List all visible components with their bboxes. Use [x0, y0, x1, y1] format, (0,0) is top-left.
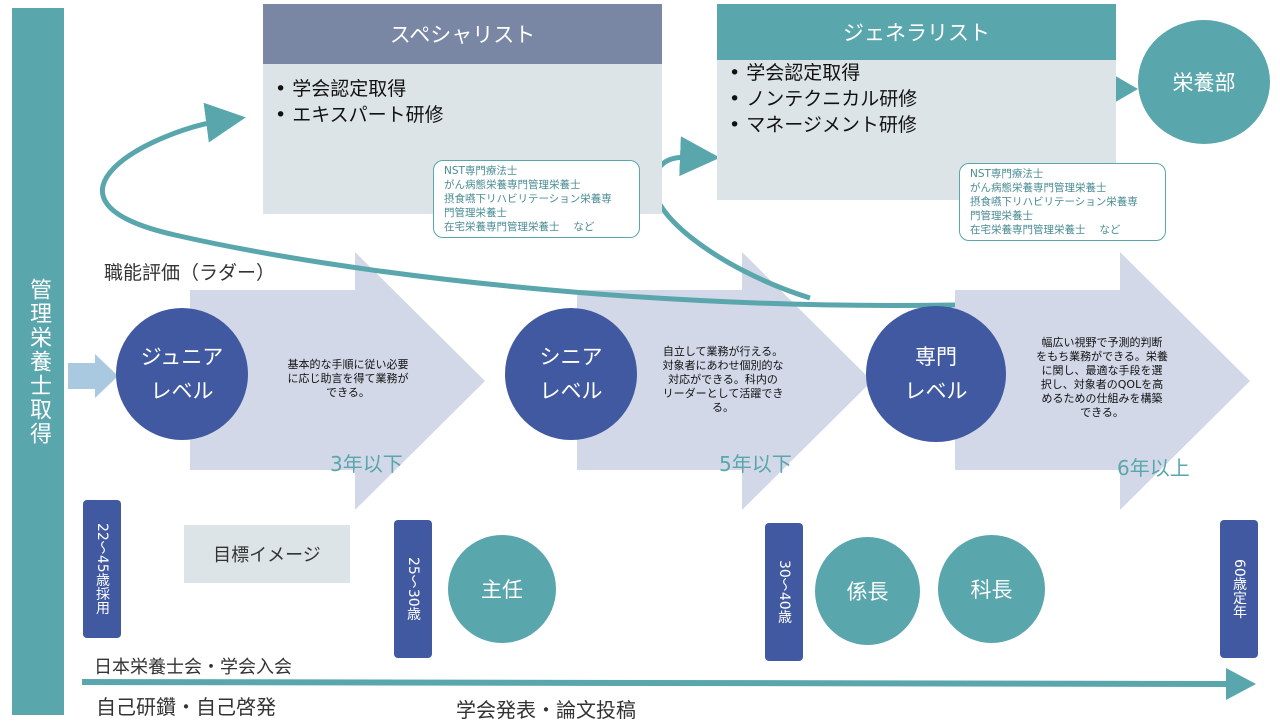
position-circle-shunin: 主任	[448, 535, 556, 643]
level-name: 専門	[915, 345, 957, 369]
desc-line: できる。	[326, 386, 370, 399]
curve-arrow-to-specialist	[99, 102, 956, 308]
specialist-list: 学会認定取得 エキスパート研修	[275, 76, 650, 128]
cert-line: 摂食嚥下リハビリテーション栄養専	[970, 196, 1138, 208]
presentation-label: 学会発表・論文投稿	[456, 698, 636, 722]
level-suffix: レベル	[904, 379, 968, 403]
desc-line: 対応ができる。科内の	[668, 373, 778, 386]
age-label: 25～30歳	[405, 557, 421, 621]
age-label: 30～40歳	[776, 560, 792, 624]
generalist-cert-box: NST専門療法士 がん病態栄養専門管理栄養士 摂食嚥下リハビリテーション栄養専 …	[959, 163, 1166, 241]
self-development-label: 自己研鑽・自己啓発	[96, 695, 276, 719]
level-desc-junior: 基本的な手順に従い必要 に応じ助言を得て業務が できる。	[258, 358, 438, 400]
age-marker-manager: 30～40歳	[765, 523, 803, 661]
cert-line: がん病態栄養専門管理栄養士	[444, 179, 581, 191]
desc-line: る。	[712, 401, 734, 414]
generalist-item: 学会認定取得	[729, 60, 1104, 86]
level-name: ジュニア	[140, 345, 224, 369]
level-name: シニア	[539, 345, 603, 369]
age-marker-retire: 60歳定年	[1220, 520, 1258, 658]
ladder-label: 職能評価（ラダー）	[104, 262, 276, 284]
target-image-label: 目標イメージ	[184, 525, 350, 583]
chevron-junior	[190, 252, 485, 510]
desc-line: リーダーとして活躍でき	[662, 387, 784, 400]
level-circle-senior: シニア レベル	[505, 308, 637, 440]
generalist-item: ノンテクニカル研修	[729, 86, 1104, 112]
cert-line: 門管理栄養士	[444, 207, 507, 219]
years-senior: 5年以下	[719, 452, 792, 476]
position-label: 係長	[846, 580, 889, 604]
specialist-item: 学会認定取得	[275, 76, 650, 102]
level-circle-junior: ジュニア レベル	[116, 308, 248, 440]
desc-line: できる。	[1080, 406, 1124, 419]
cert-line: NST専門療法士	[970, 168, 1044, 180]
level-suffix: レベル	[150, 379, 214, 403]
target-image-text: 目標イメージ	[213, 545, 321, 566]
level-desc-expert: 幅広い視野で予測的判断 をもち業務ができる。栄養 に関し、最適な手段を選 択し、…	[1022, 336, 1182, 420]
cert-line: 門管理栄養士	[970, 210, 1033, 222]
desc-line: に応じ助言を得て業務が	[287, 372, 409, 385]
desc-line: 幅広い視野で予測的判断	[1041, 336, 1163, 349]
generalist-item: マネージメント研修	[729, 112, 1104, 138]
age-marker-chief: 25～30歳	[394, 520, 432, 658]
generalist-title: ジェネラリスト	[843, 21, 990, 45]
desc-line: 対象者にあわせ個別的な	[662, 359, 784, 372]
level-circle-expert: 専門 レベル	[866, 306, 1006, 442]
position-label: 科長	[970, 578, 1013, 602]
cert-line: 在宅栄養専門管理栄養士 など	[444, 221, 595, 233]
specialist-cert-box: NST専門療法士 がん病態栄養専門管理栄養士 摂食嚥下リハビリテーション栄養専 …	[433, 160, 640, 238]
timeline-arrow	[81, 679, 1233, 687]
level-suffix: レベル	[539, 379, 603, 403]
position-label: 主任	[481, 578, 523, 602]
entry-arrow-icon	[68, 354, 118, 398]
cert-line: NST専門療法士	[444, 165, 518, 177]
level-desc-senior: 自立して業務が行える。 対象者にあわせ個別的な 対応ができる。科内の リーダーと…	[643, 345, 803, 415]
position-circle-kakaricho: 係長	[815, 537, 920, 645]
position-circle-kacho: 科長	[938, 535, 1045, 643]
age-label: 60歳定年	[1231, 559, 1247, 619]
desc-line: 自立して業務が行える。	[662, 345, 784, 358]
desc-line: に関し、最適な手段を選	[1041, 364, 1163, 377]
cert-line: 摂食嚥下リハビリテーション栄養専	[444, 193, 612, 205]
age-marker-hire: 22～45歳採用	[83, 500, 121, 638]
generalist-list: 学会認定取得 ノンテクニカル研修 マネージメント研修	[729, 60, 1104, 138]
specialist-item: エキスパート研修	[275, 102, 650, 128]
specialist-header: スペシャリスト	[263, 4, 662, 64]
chevron-senior	[577, 252, 872, 510]
sidebar-license: 管理栄養士取得	[12, 8, 64, 715]
years-expert: 6年以上	[1117, 456, 1190, 480]
desc-line: 択し、対象者のQOLを高	[1040, 378, 1164, 391]
desc-line: 基本的な手順に従い必要	[287, 358, 409, 371]
department-label: 栄養部	[1172, 71, 1236, 95]
chevron-expert	[955, 252, 1250, 510]
association-label: 日本栄養士会・学会入会	[94, 657, 292, 678]
department-circle: 栄養部	[1138, 20, 1270, 144]
specialist-title: スペシャリスト	[389, 23, 536, 47]
years-junior: 3年以下	[330, 452, 403, 476]
desc-line: めるための仕組みを構築	[1041, 392, 1163, 405]
sidebar-label: 管理栄養士取得	[26, 277, 51, 446]
cert-line: 在宅栄養専門管理栄養士 など	[970, 224, 1121, 236]
age-label: 22～45歳採用	[94, 523, 110, 615]
cert-line: がん病態栄養専門管理栄養士	[970, 182, 1107, 194]
desc-line: をもち業務ができる。栄養	[1036, 350, 1168, 363]
generalist-header: ジェネラリスト	[717, 4, 1116, 60]
